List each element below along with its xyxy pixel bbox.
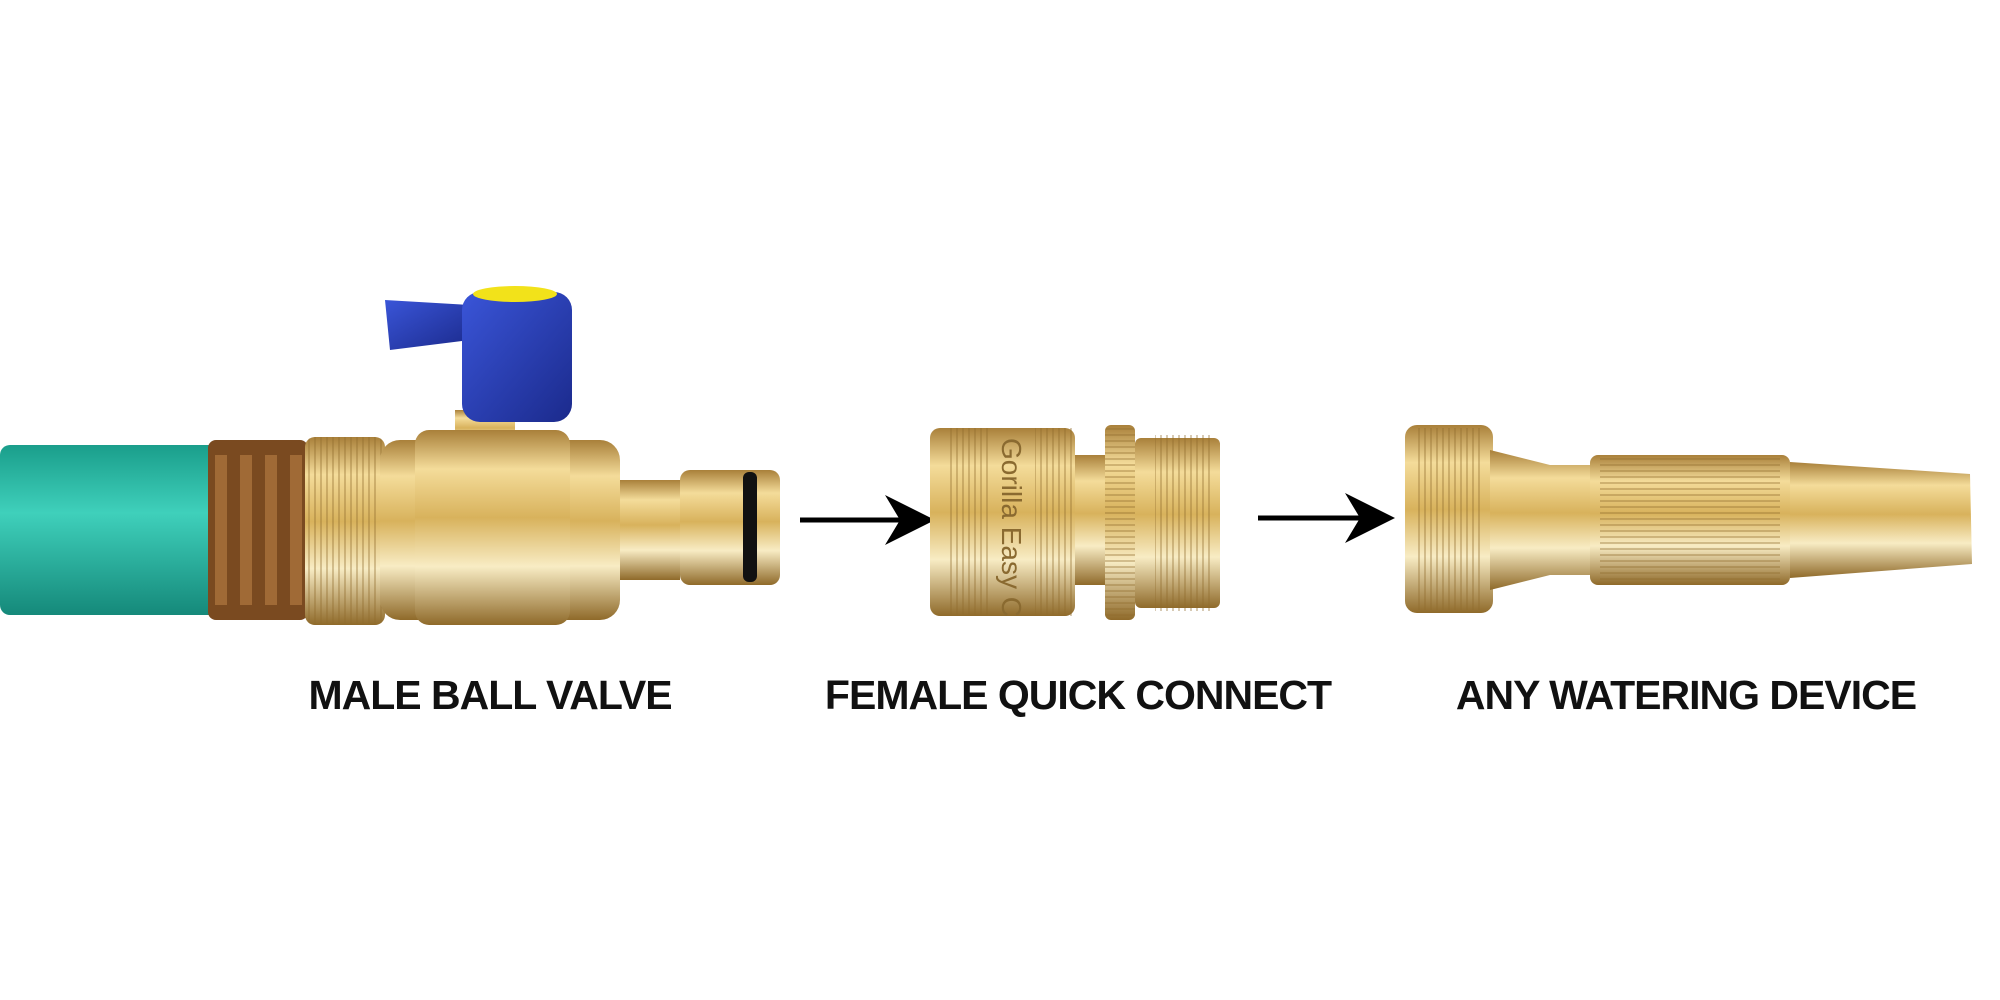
male-ball-valve [0,286,780,625]
garden-hose [0,445,220,615]
o-ring [743,472,757,582]
label-any-watering-device: ANY WATERING DEVICE [1455,672,1917,718]
label-male-ball-valve: MALE BALL VALVE [308,672,672,718]
watering-nozzle [1405,425,1972,613]
female-quick-connect: Gorilla Easy C [930,425,1220,620]
hose-collar [208,440,308,620]
handle-cap [473,286,557,302]
valve-handle [385,286,572,422]
quick-connect-nipple [620,480,680,580]
engraving-text: Gorilla Easy C [996,438,1027,617]
label-female-quick-connect: FEMALE QUICK CONNECT [824,672,1332,718]
